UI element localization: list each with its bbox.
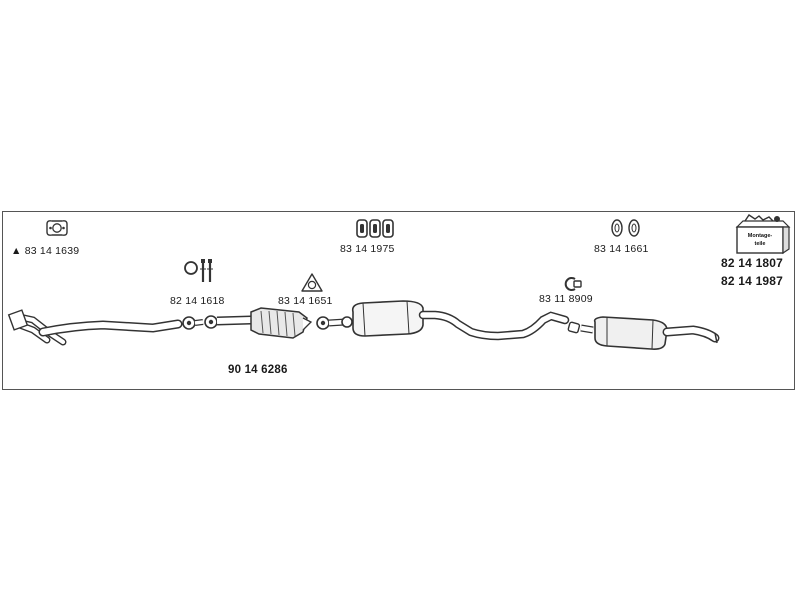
diagram-frame: ▲ 83 14 1639 83 14 1975 83 14 1661 Monta… [2, 211, 795, 390]
triangle-marker-icon: ▲ [11, 245, 22, 257]
part-label-1618: 82 14 1618 [170, 295, 225, 307]
part-label-8909: 83 11 8909 [539, 293, 593, 305]
part-label-1987: 82 14 1987 [721, 274, 784, 288]
mounting-kit-icon: Montage- teile [735, 214, 791, 255]
part-label-1807: 82 14 1807 [721, 256, 784, 270]
part-label-1661: 83 14 1661 [594, 243, 649, 255]
catalytic-converter [250, 307, 313, 339]
part-label-1651: 83 14 1651 [278, 295, 333, 307]
clamp-icon [564, 277, 582, 291]
part-label-1639: ▲ 83 14 1639 [11, 245, 80, 257]
middle-silencer [351, 300, 424, 337]
rubber-ring-icon [611, 219, 640, 237]
part-label-1975: 83 14 1975 [340, 243, 395, 255]
gasket-icon [46, 220, 68, 236]
flange-gasket-icon [301, 273, 323, 292]
part-label-6286: 90 14 6286 [228, 364, 288, 376]
svg-text:teile: teile [754, 241, 765, 247]
rear-silencer [593, 316, 668, 350]
clamp-bolt-icon [184, 259, 213, 282]
exhaust-system-drawing [7, 300, 720, 350]
rubber-hanger-icon [356, 219, 394, 238]
svg-text:Montage-: Montage- [748, 233, 773, 239]
